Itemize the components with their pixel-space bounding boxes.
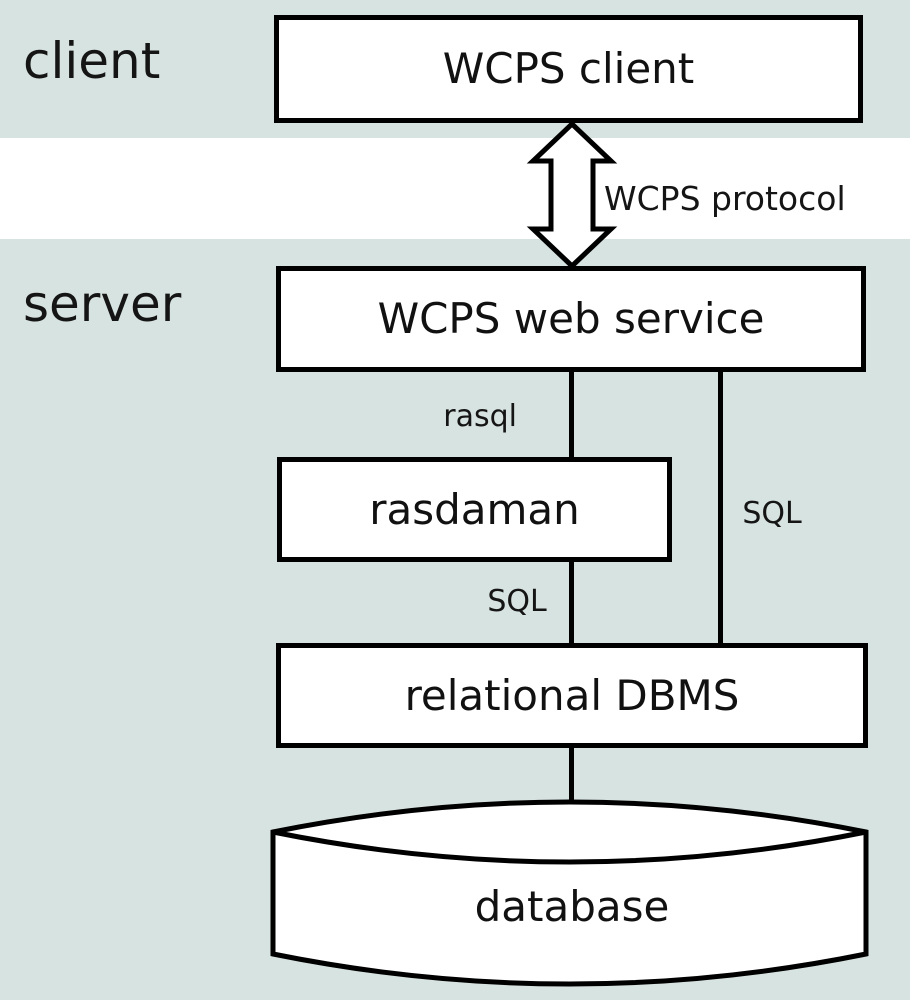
sql-rasdaman-edge-label: SQL <box>487 584 547 619</box>
wcps-protocol-label: WCPS protocol <box>604 179 846 218</box>
wcps-client-label: WCPS client <box>442 44 695 93</box>
protocol-band <box>0 138 910 239</box>
sql-web-service-edge-label: SQL <box>742 496 802 531</box>
database-label: database <box>474 882 670 931</box>
node-rasdaman: rasdaman <box>277 457 672 562</box>
client-layer-label: client <box>23 32 161 90</box>
database-shape <box>270 799 869 987</box>
node-wcps-client: WCPS client <box>274 15 863 123</box>
rasql-edge-label: rasql <box>443 399 517 434</box>
node-relational-dbms: relational DBMS <box>276 643 868 748</box>
sql-web-service-edge-line <box>718 372 723 643</box>
relational-dbms-label: relational DBMS <box>404 670 740 720</box>
server-layer-label: server <box>23 275 182 333</box>
rasql-edge-line <box>569 372 574 457</box>
wcps-web-service-label: WCPS web service <box>377 294 765 343</box>
rasdaman-label: rasdaman <box>369 484 580 534</box>
node-wcps-web-service: WCPS web service <box>276 266 866 372</box>
dbms-database-edge-line <box>569 748 574 806</box>
sql-rasdaman-edge-line <box>569 562 574 643</box>
